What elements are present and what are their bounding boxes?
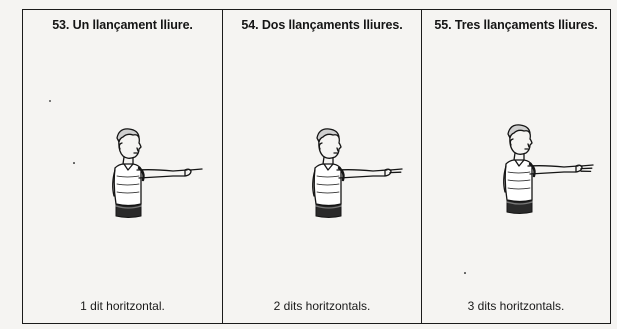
referee-figure-one-finger [93, 124, 203, 239]
face-detail [334, 148, 338, 153]
face-detail [525, 144, 529, 149]
hair [117, 129, 139, 142]
panel-caption: 2 dits horitzontals. [223, 299, 421, 313]
panel-title: 55. Tres llançaments lliures. [422, 18, 610, 32]
extended-finger [190, 169, 202, 170]
panel-three-free-throws: 55. Tres llançaments lliures. 3 dits hor… [421, 10, 610, 323]
panel-title: 53. Un llançament lliure. [23, 18, 222, 32]
signals-table: 53. Un llançament lliure. 1 dit horitzon… [22, 9, 611, 324]
referee-figure-three-fingers [484, 120, 594, 235]
head [319, 136, 341, 158]
face-detail [134, 148, 138, 153]
panel-caption: 1 dit horitzontal. [23, 299, 222, 313]
extended-finger [581, 165, 593, 166]
panel-one-free-throw: 53. Un llançament lliure. 1 dit horitzon… [23, 10, 222, 323]
shorts [116, 204, 141, 218]
hair [508, 125, 530, 138]
print-speck [49, 100, 51, 102]
head [119, 136, 141, 158]
shorts [316, 204, 341, 218]
print-speck [73, 162, 75, 164]
ear [319, 143, 322, 149]
ear [510, 139, 513, 145]
referee-figure-two-fingers [293, 124, 403, 239]
ear [119, 143, 122, 149]
hair [317, 129, 339, 142]
extended-finger [390, 169, 402, 170]
shorts [507, 200, 532, 214]
print-speck [464, 272, 466, 274]
head [510, 132, 532, 154]
panel-two-free-throws: 54. Dos llançaments lliures. 2 dits hori… [222, 10, 421, 323]
panel-caption: 3 dits horitzontals. [422, 299, 610, 313]
panel-title: 54. Dos llançaments lliures. [223, 18, 421, 32]
